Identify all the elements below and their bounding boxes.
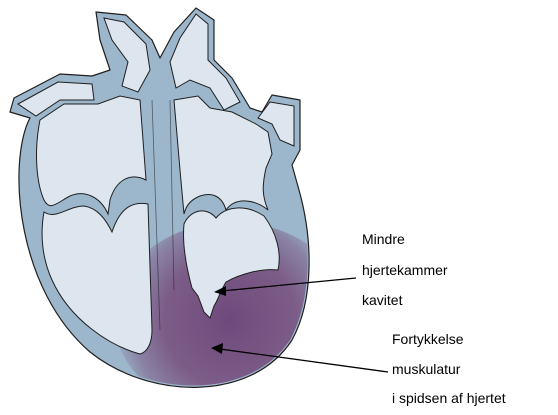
label-fortykkelse: Fortykkelse [392, 331, 464, 348]
label-muskulatur: muskulatur [392, 361, 460, 378]
label-kavitet: kavitet [362, 292, 402, 309]
label-i-spidsen: i spidsen af hjertet [392, 390, 506, 407]
label-hjertekammer: hjertekammer [362, 262, 448, 279]
label-mindre: Mindre [362, 231, 405, 248]
chamber-lower-left [42, 203, 152, 354]
